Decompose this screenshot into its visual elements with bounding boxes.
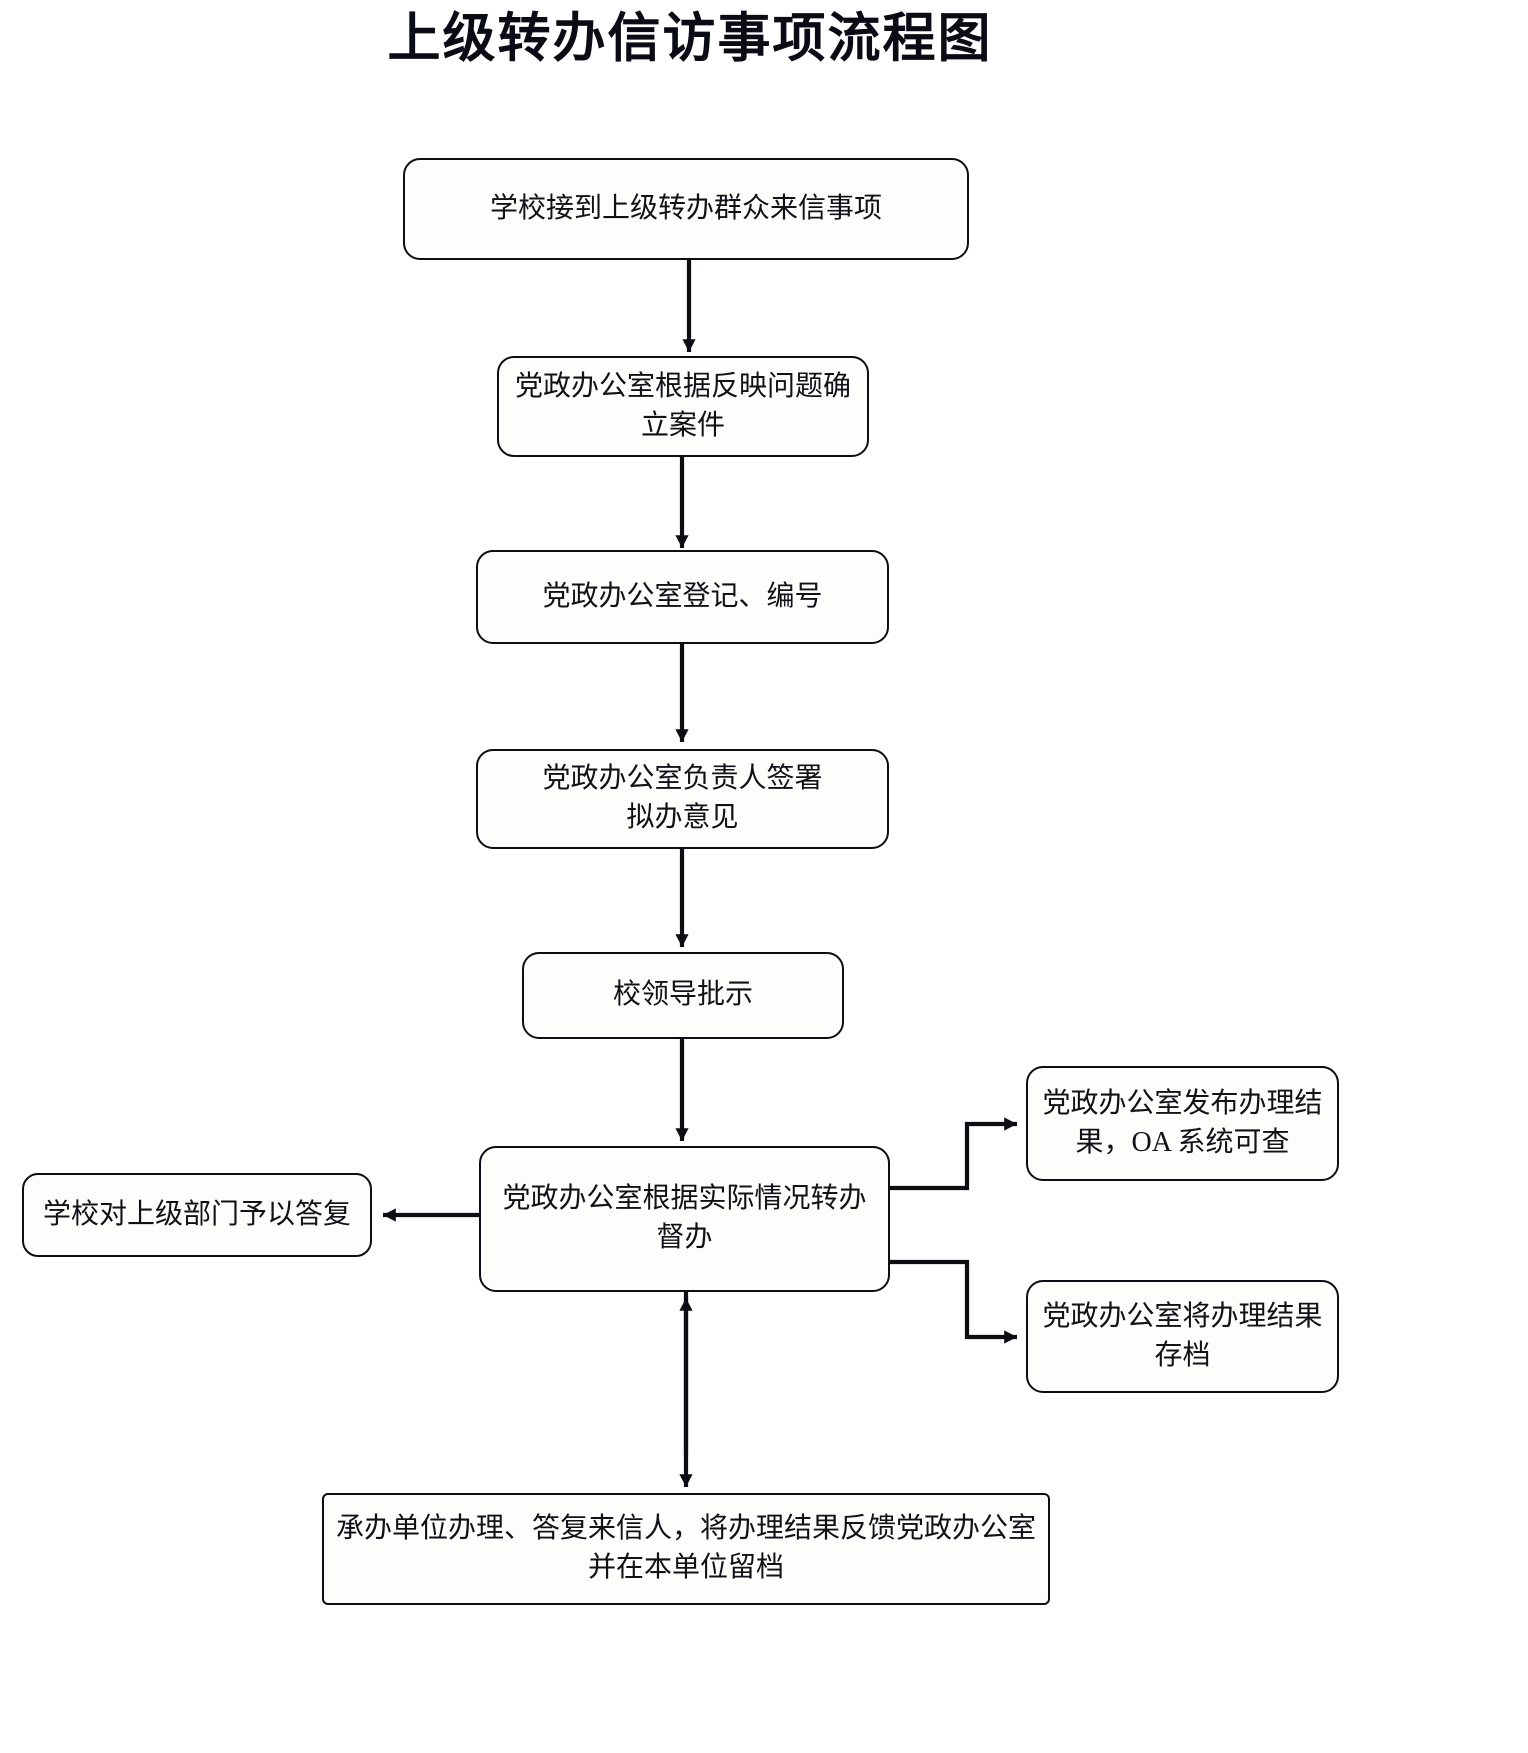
- node-archive-result[interactable]: 党政办公室将办理结果 存档: [1026, 1280, 1339, 1393]
- node-transfer-supervise[interactable]: 党政办公室根据实际情况转办 督办: [479, 1146, 890, 1292]
- edge-n6-n9: [889, 1259, 1017, 1344]
- node-label: 承办单位办理、答复来信人，将办理结果反馈党政办公室 并在本单位留档: [335, 1513, 1036, 1583]
- edge-n6-n8: [889, 1117, 1017, 1191]
- node-label: 党政办公室负责人签署 拟办意见: [542, 763, 823, 833]
- node-unit-handle-feedback[interactable]: 承办单位办理、答复来信人，将办理结果反馈党政办公室 并在本单位留档: [322, 1493, 1050, 1605]
- node-establish-case[interactable]: 党政办公室根据反映问题确 立案件: [497, 356, 869, 457]
- node-sign-opinion[interactable]: 党政办公室负责人签署 拟办意见: [476, 749, 889, 849]
- page-title: 上级转办信访事项流程图: [387, 10, 993, 68]
- node-publish-result-oa[interactable]: 党政办公室发布办理结 果，OA 系统可查: [1026, 1066, 1339, 1181]
- node-leader-instruction[interactable]: 校领导批示: [522, 952, 844, 1039]
- node-label: 党政办公室发布办理结 果，OA 系统可查: [1042, 1087, 1323, 1158]
- node-label: 学校接到上级转办群众来信事项: [489, 192, 882, 224]
- node-label: 党政办公室将办理结果 存档: [1042, 1300, 1323, 1371]
- node-label: 党政办公室根据反映问题确 立案件: [514, 370, 851, 441]
- node-receive-item[interactable]: 学校接到上级转办群众来信事项: [403, 158, 969, 260]
- node-label: 学校对上级部门予以答复: [42, 1198, 351, 1230]
- node-label: 校领导批示: [612, 979, 753, 1011]
- node-label: 党政办公室登记、编号: [542, 580, 823, 612]
- node-register-number[interactable]: 党政办公室登记、编号: [476, 550, 889, 644]
- node-reply-to-superior[interactable]: 学校对上级部门予以答复: [22, 1173, 372, 1257]
- node-label: 党政办公室根据实际情况转办 督办: [502, 1183, 867, 1253]
